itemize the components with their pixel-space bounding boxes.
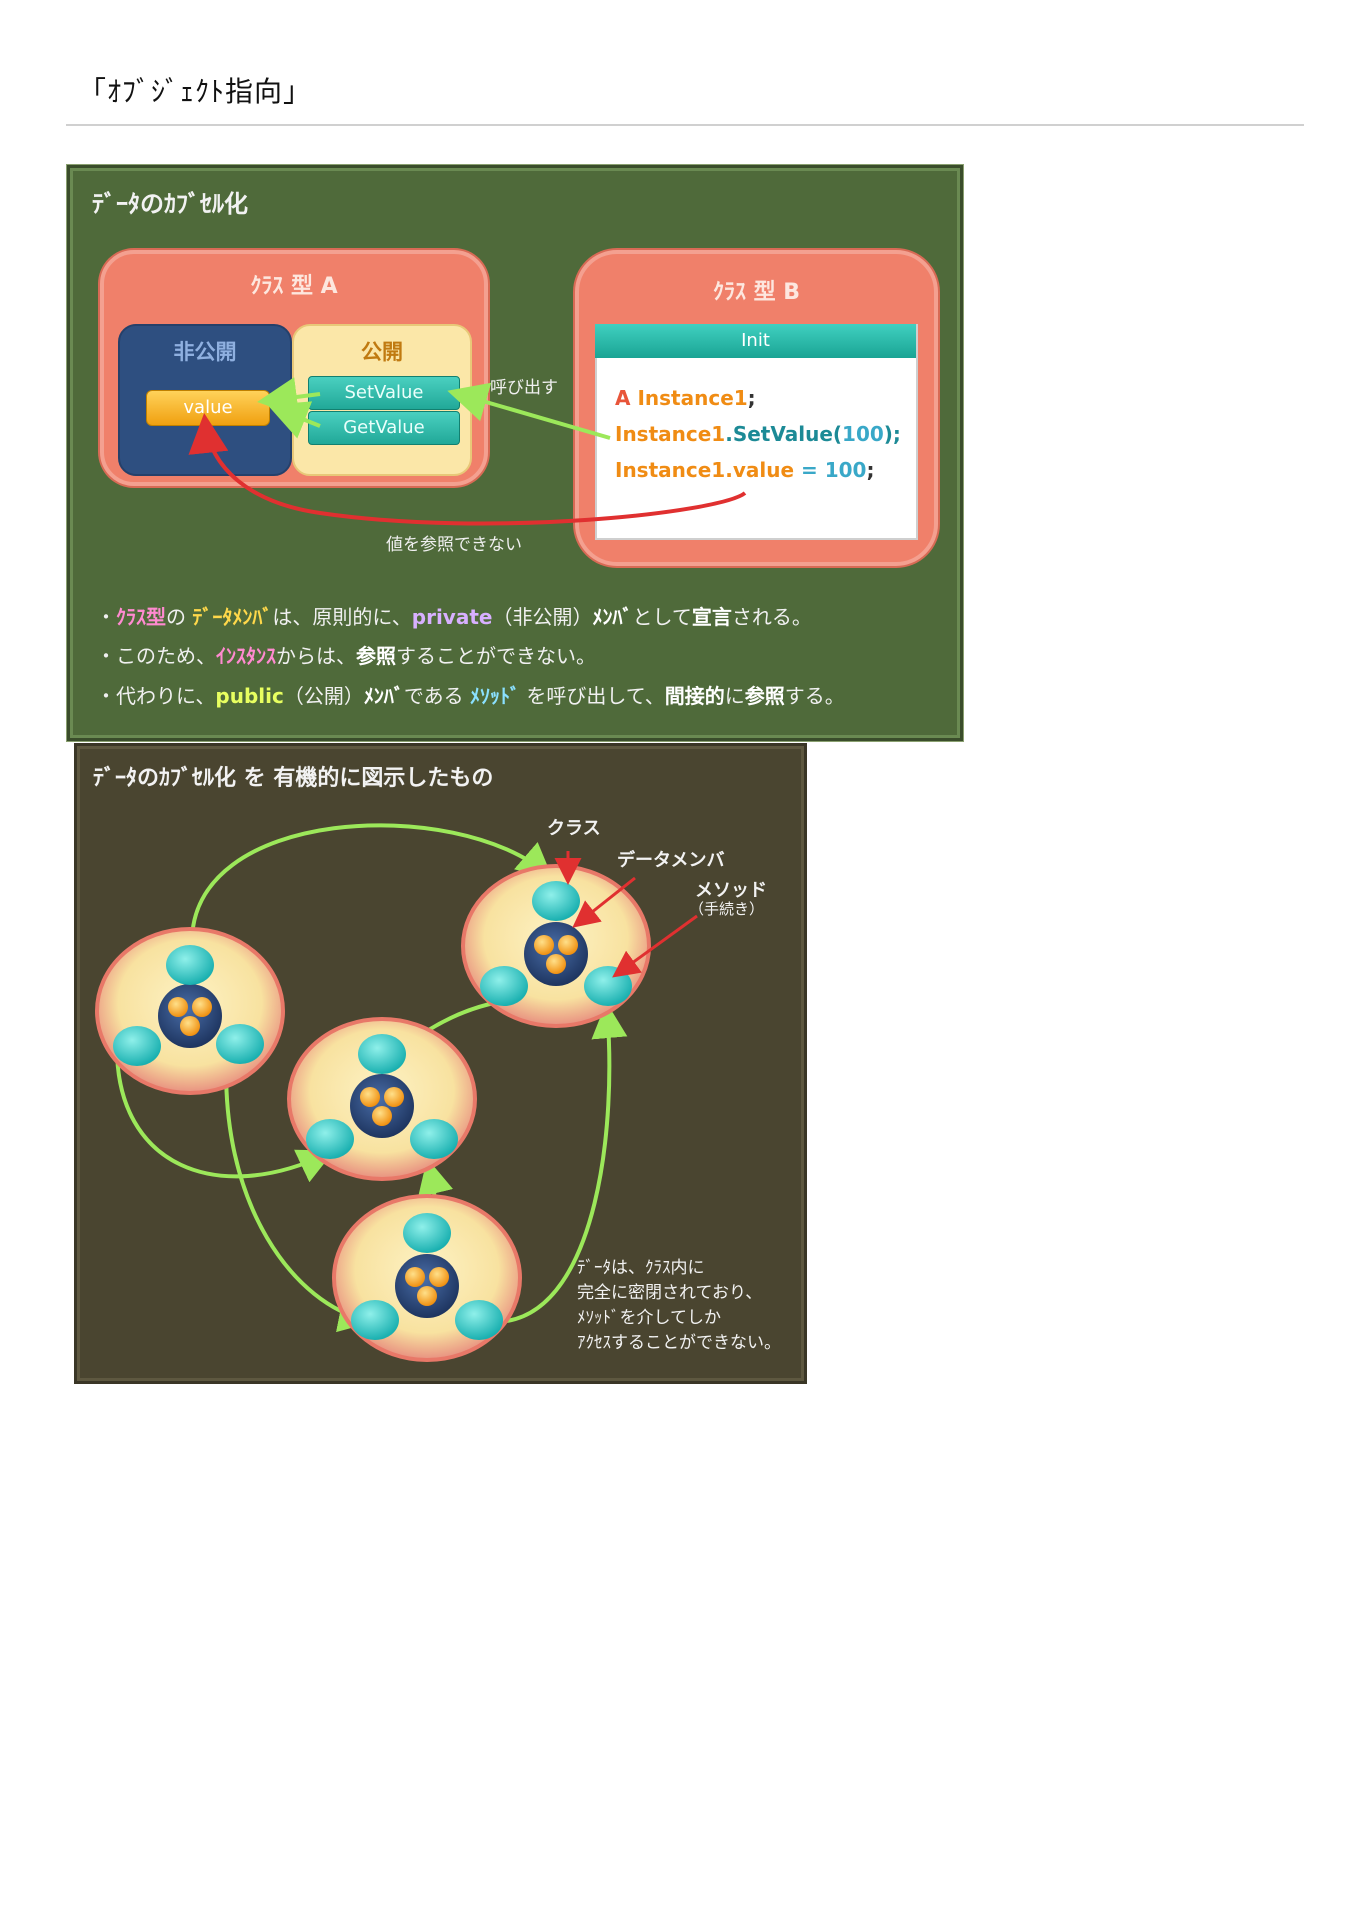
setvalue-to-value-arrow: [257, 377, 321, 417]
bullet-keyword: ﾃﾞｰﾀﾒﾝﾊﾞ: [192, 605, 273, 629]
bullet-text: （非公開）: [492, 605, 593, 629]
label-method-sub: （手続き）: [689, 900, 765, 918]
code-value: 100: [824, 458, 867, 482]
getvalue-to-value-arrow: [267, 401, 321, 439]
link-arrow: [506, 1002, 628, 1323]
bullet-text: ・このため、: [96, 644, 216, 668]
encapsulation-note: ﾃﾞｰﾀは、ｸﾗｽ内に 完全に密閉されており、 ﾒｿｯﾄﾞを介してしか ｱｸｾｽ…: [577, 1256, 781, 1356]
bullet-keyword: ｸﾗｽ型: [116, 605, 166, 629]
bullet-keyword: 間接的: [664, 684, 725, 708]
organic-diagram: [95, 823, 698, 1362]
note-line: ｱｸｾｽすることができない。: [577, 1333, 781, 1353]
public-label: 公開: [361, 340, 403, 364]
bullet-text: ・: [96, 605, 116, 629]
class-a-box: ｸﾗｽ 型 A 非公開 value 公開 SetValue GetValue: [100, 250, 488, 486]
bullet-keyword: 参照: [744, 684, 785, 708]
class-b-label: ｸﾗｽ 型 B: [712, 280, 801, 305]
bullet-keyword: 宣言: [691, 605, 732, 629]
link-arrow: [224, 1045, 375, 1333]
code-line-3: Instance1.value = 100;: [615, 458, 874, 482]
bullet-text: される。: [731, 605, 812, 629]
bullet-text: として: [632, 605, 692, 629]
public-section: 公開 SetValue GetValue: [292, 324, 472, 476]
note-line: 完全に密閉されており、: [577, 1283, 763, 1303]
bullet-keyword: ﾒﾝﾊﾞ: [592, 605, 633, 629]
code-semicolon: ;: [866, 458, 875, 482]
bullet-2: ・このため、ｲﾝｽﾀﾝｽからは、参照することができない。: [96, 640, 596, 669]
bullet-keyword: ﾒﾝﾊﾞ: [363, 684, 404, 708]
code-member-access: .value: [725, 458, 795, 482]
slide-encapsulation: ﾃﾞｰﾀのｶﾌﾞｾﾙ化 ｸﾗｽ 型 A 非公開 value 公開 SetValu…: [67, 165, 963, 741]
page-title: 「ｵﾌﾞｼﾞｪｸﾄ指向」: [78, 75, 313, 108]
bullet-text: は、原則的に、: [272, 605, 412, 629]
slide1-title: ﾃﾞｰﾀのｶﾌﾞｾﾙ化: [92, 190, 248, 218]
code-line-1: A Instance1;: [615, 386, 756, 410]
getvalue-method: GetValue: [308, 411, 460, 445]
pointer-arrow: [572, 876, 636, 928]
bullet-text: することができない。: [396, 644, 596, 668]
link-arrow: [189, 823, 554, 947]
bullet-text: からは、: [276, 644, 356, 668]
setvalue-method: SetValue: [308, 376, 460, 410]
init-panel: Init A Instance1; Instance1.SetValue(100…: [595, 324, 918, 540]
private-label: 非公開: [173, 340, 237, 364]
note-line: ﾃﾞｰﾀは、ｸﾗｽ内に: [577, 1258, 705, 1278]
bullet-text: に: [724, 684, 745, 708]
bullet-keyword: public: [215, 684, 284, 708]
bullet-3: ・代わりに、public（公開）ﾒﾝﾊﾞである ﾒｿｯﾄﾞ を呼び出して、間接的…: [96, 680, 845, 709]
code-instance: Instance1: [637, 386, 748, 410]
bullet-text: の: [166, 605, 193, 629]
code-type: A: [615, 386, 631, 410]
bullet-keyword: ｲﾝｽﾀﾝｽ: [216, 644, 276, 668]
class-cell-icon: [287, 1017, 477, 1181]
call-label: 呼び出す: [490, 378, 558, 398]
label-method: メソッド: [695, 880, 767, 901]
class-cell-icon: [332, 1194, 522, 1362]
code-line-2: Instance1.SetValue(100);: [615, 422, 901, 446]
bullet-keyword: 参照: [356, 644, 396, 668]
bullet-1: ・ｸﾗｽ型の ﾃﾞｰﾀﾒﾝﾊﾞは、原則的に、private（非公開）ﾒﾝﾊﾞとし…: [96, 601, 812, 630]
code-object: Instance1: [615, 422, 726, 446]
pointer-arrow: [612, 914, 698, 978]
init-header: Init: [595, 324, 916, 358]
code-close: );: [883, 422, 901, 446]
code-object: Instance1: [615, 458, 726, 482]
note-line: ﾒｿｯﾄﾞを介してしか: [577, 1308, 721, 1328]
bullet-keyword: ﾒｿｯﾄﾞ: [470, 684, 521, 708]
call-arrow: [447, 382, 611, 440]
blocked-access-arrow: [188, 413, 747, 526]
slide2-title: ﾃﾞｰﾀのｶﾌﾞｾﾙ化 を 有機的に図示したもの: [93, 766, 494, 791]
bullet-text: ・代わりに、: [96, 684, 216, 708]
class-cell-icon: [95, 927, 285, 1095]
bullet-text: である: [403, 684, 471, 708]
class-a-label: ｸﾗｽ 型 A: [250, 274, 338, 299]
label-class: クラス: [547, 818, 601, 839]
slide1-arrows: [188, 377, 747, 526]
label-data-member: データメンバ: [617, 850, 725, 871]
code-semicolon: ;: [747, 386, 756, 410]
code-assign: =: [794, 458, 825, 482]
bullet-text: する。: [784, 684, 845, 708]
class-b-box: ｸﾗｽ 型 B Init A Instance1; Instance1.SetV…: [575, 250, 938, 566]
link-arrow: [115, 1047, 335, 1183]
code-method-call: .SetValue(: [725, 422, 843, 446]
slide-organic-diagram: ﾃﾞｰﾀのｶﾌﾞｾﾙ化 を 有機的に図示したもの: [74, 743, 807, 1384]
bullet-text: を呼び出して、: [520, 684, 665, 708]
bullet-text: （公開）: [283, 684, 364, 708]
bullet-keyword: private: [411, 605, 493, 629]
title-divider: [66, 124, 1304, 126]
code-argument: 100: [842, 422, 884, 446]
no-reference-label: 値を参照できない: [386, 535, 522, 555]
